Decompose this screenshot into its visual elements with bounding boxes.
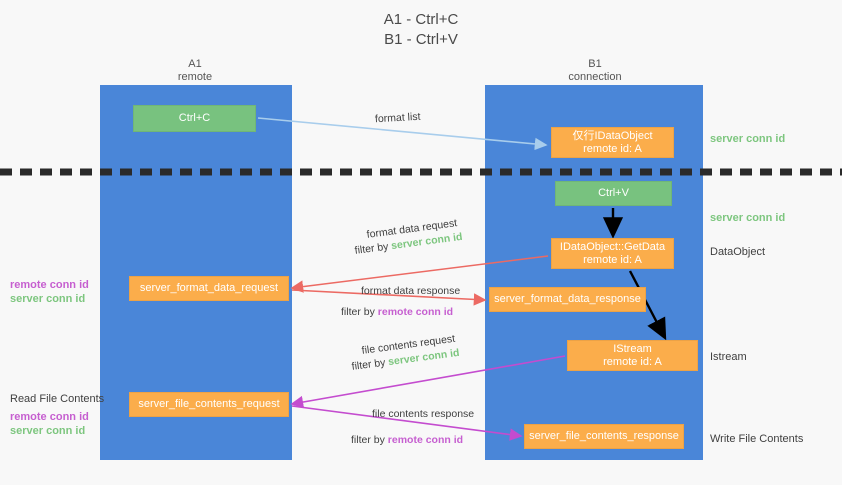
filter-prefix: filter by bbox=[341, 306, 378, 318]
column-header-b1: B1 connection bbox=[568, 58, 622, 83]
box-server-format-data-request[interactable]: server_format_data_request bbox=[129, 276, 289, 301]
label-remote-conn-id: remote conn id bbox=[10, 279, 89, 291]
filter-value-remote-conn-id: remote conn id bbox=[387, 434, 464, 446]
arrow-label-format-data-response: format data response bbox=[361, 285, 461, 297]
label-server-conn-id-lower: server conn id bbox=[10, 425, 86, 437]
label-server-conn-id: server conn id bbox=[10, 293, 86, 305]
label-remote-conn-id-lower: remote conn id bbox=[10, 411, 89, 423]
label-server-conn-id-top: server conn id bbox=[710, 133, 786, 145]
column-header-a1: A1 remote bbox=[177, 58, 213, 83]
filter-prefix: filter by bbox=[351, 356, 390, 373]
label-dataobject: DataObject bbox=[710, 246, 766, 258]
box-ctrl-v[interactable]: Ctrl+V bbox=[555, 181, 672, 206]
page-title: A1 - Ctrl+C B1 - Ctrl+V bbox=[383, 11, 459, 48]
label-server-conn-id-second: server conn id bbox=[710, 212, 786, 224]
label-left-conn-ids-upper: remote conn id server conn id bbox=[10, 278, 89, 306]
box-istream[interactable]: IStream remote id: A bbox=[567, 340, 698, 371]
arrow-label-format-data-response-filter: filter by remote conn id bbox=[341, 306, 453, 319]
box-idataobject[interactable]: 仅行IDataObject remote id: A bbox=[551, 127, 674, 158]
label-read-file-contents: Read File Contents bbox=[10, 393, 105, 405]
arrow-label-file-contents-response: file contents response bbox=[372, 408, 475, 420]
box-server-file-contents-response[interactable]: server_file_contents_response bbox=[524, 424, 684, 449]
box-server-format-data-response[interactable]: server_format_data_response bbox=[489, 287, 646, 312]
label-istream: Istream bbox=[710, 351, 747, 363]
box-idataobject-getdata[interactable]: IDataObject::GetData remote id: A bbox=[551, 238, 674, 269]
arrow-label-format-list: format list bbox=[374, 110, 421, 126]
label-write-file-contents: Write File Contents bbox=[710, 433, 804, 445]
arrow-label-file-contents-response-filter: filter by remote conn id bbox=[351, 434, 463, 447]
box-ctrl-c[interactable]: Ctrl+C bbox=[133, 105, 256, 132]
label-left-conn-ids-lower: remote conn id server conn id bbox=[10, 410, 89, 438]
filter-value-remote-conn-id: remote conn id bbox=[377, 306, 454, 318]
box-server-file-contents-request[interactable]: server_file_contents_request bbox=[129, 392, 289, 417]
filter-prefix: filter by bbox=[354, 240, 393, 257]
filter-prefix: filter by bbox=[351, 434, 388, 446]
